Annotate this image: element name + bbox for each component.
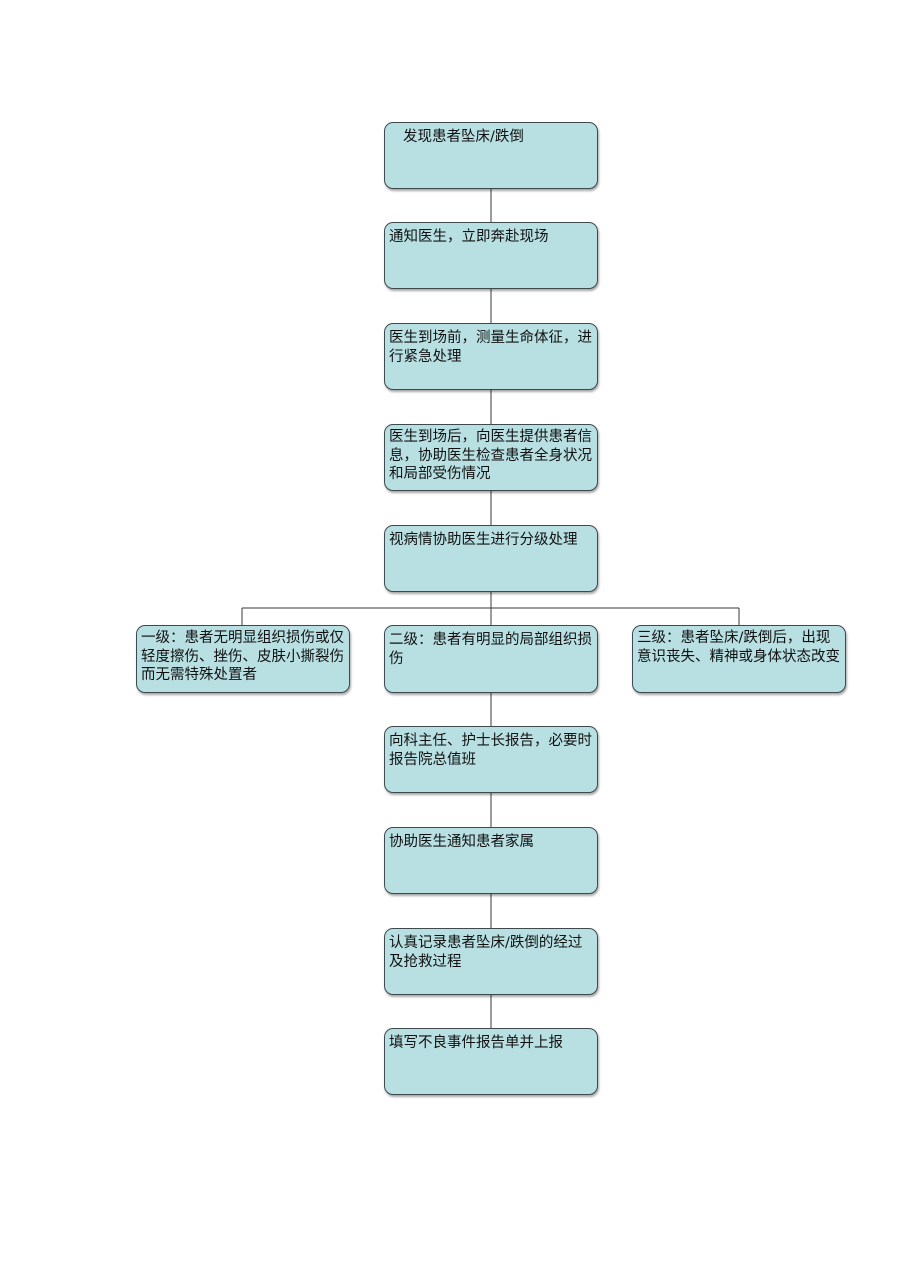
step-record-process: 认真记录患者坠床/跌倒的经过及抢救过程 [384,928,598,995]
grade-two-node: 二级：患者有明显的局部组织损伤 [384,625,598,693]
step-report-supervisors: 向科主任、护士长报告，必要时报告院总值班 [384,726,598,793]
grade-one-node: 一级：患者无明显组织损伤或仅轻度擦伤、挫伤、皮肤小撕裂伤而无需特殊处置者 [136,625,350,693]
step-notify-doctor: 通知医生，立即奔赴现场 [384,222,598,289]
step-notify-family: 协助医生通知患者家属 [384,827,598,894]
step-assist-examination: 医生到场后，向医生提供患者信息，协助医生检查患者全身状况和局部受伤情况 [384,424,598,491]
step-graded-treatment: 视病情协助医生进行分级处理 [384,525,598,592]
step-file-report: 填写不良事件报告单并上报 [384,1028,598,1095]
step-measure-vitals: 医生到场前，测量生命体征，进行紧急处理 [384,323,598,390]
step-discover-fall: 发现患者坠床/跌倒 [384,122,598,189]
grade-three-node: 三级：患者坠床/跌倒后，出现意识丧失、精神或身体状态改变 [632,625,846,693]
